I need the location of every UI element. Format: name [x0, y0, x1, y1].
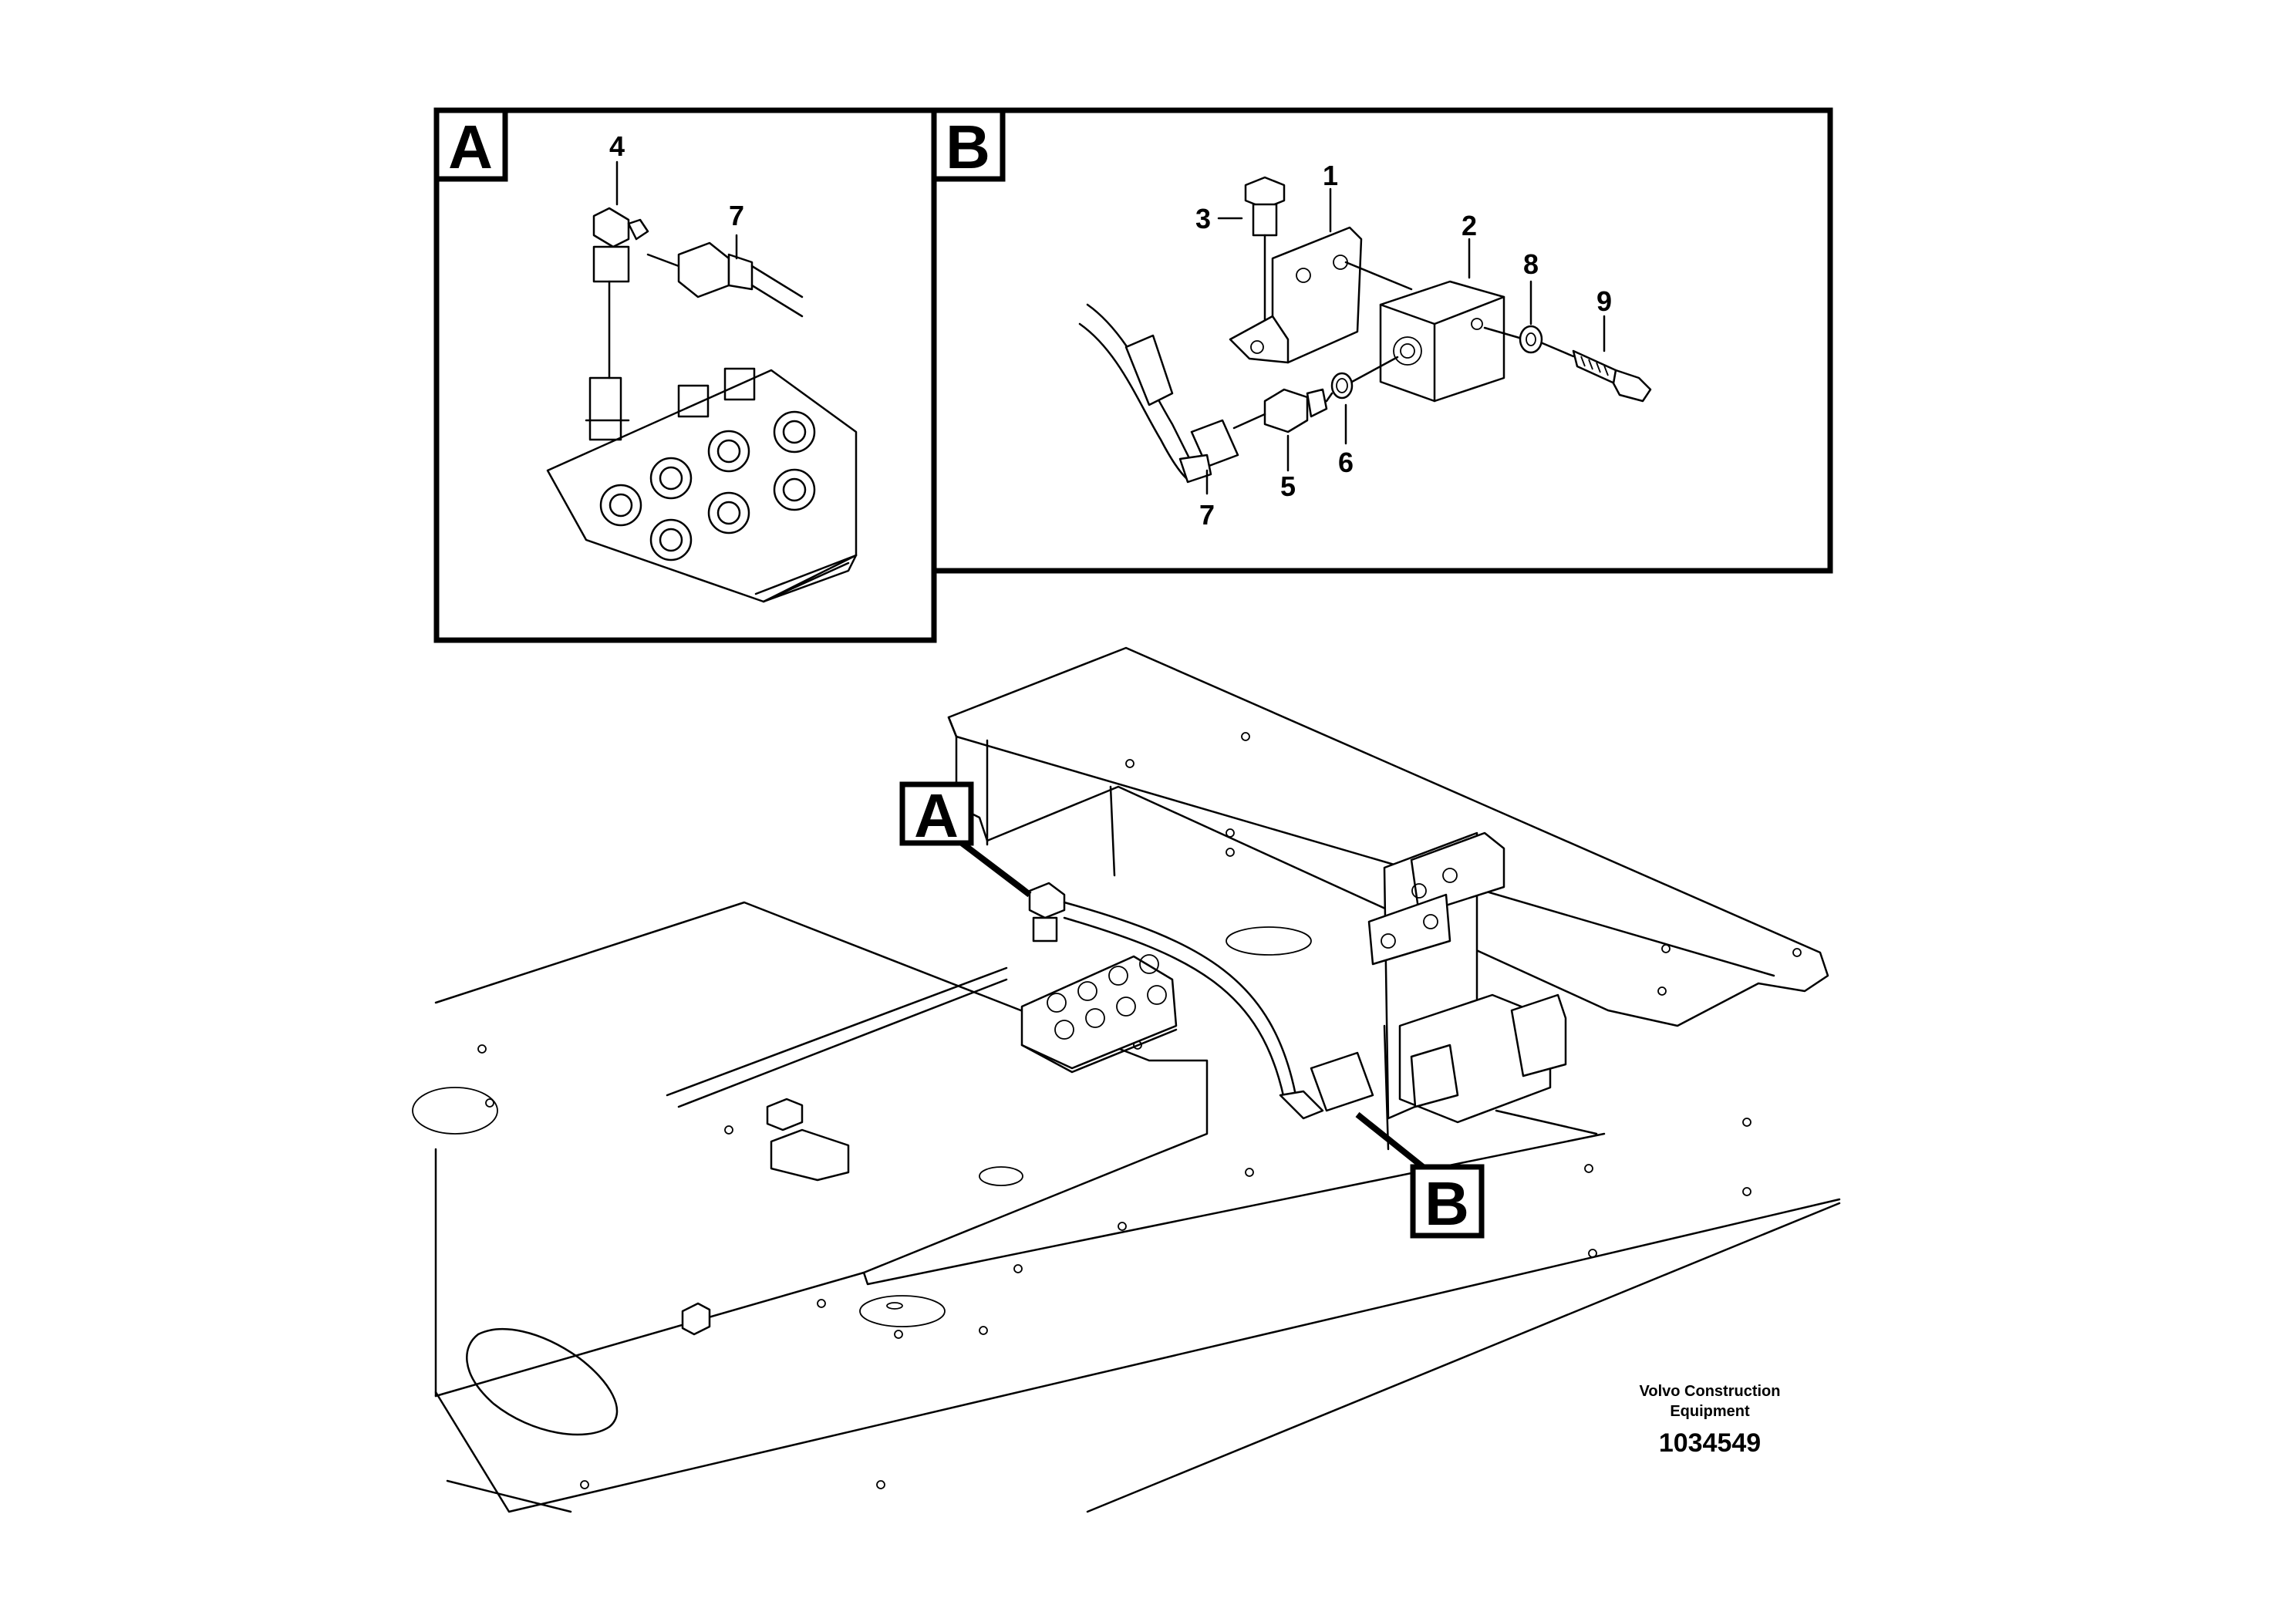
overview-marker-a: A: [914, 781, 959, 850]
bolt: [1541, 342, 1652, 403]
callout-6: 6: [1338, 447, 1354, 478]
callout-3: 3: [1195, 203, 1211, 234]
document-number: 1034549: [1659, 1428, 1761, 1458]
callout-2: 2: [1462, 210, 1477, 241]
callout-1: 1: [1323, 160, 1338, 191]
company-line-1: Volvo Construction: [1640, 1383, 1781, 1400]
manifold-block: [546, 367, 858, 603]
callout-5: 5: [1280, 470, 1296, 502]
callout-7b: 7: [1199, 499, 1215, 531]
callout-4: 4: [609, 130, 625, 162]
detail-a-panel: A: [433, 107, 937, 643]
overview-assembly: A B: [412, 646, 1841, 1513]
detail-b-panel: B 3 1 2: [931, 107, 1833, 574]
company-line-2: Equipment: [1670, 1403, 1750, 1420]
mounting-bracket: [1229, 226, 1413, 364]
washer: [1483, 325, 1543, 354]
footer-branding: Volvo Construction Equipment 1034549: [1640, 1383, 1781, 1458]
callout-9: 9: [1596, 285, 1612, 317]
overview-marker-b: B: [1424, 1169, 1469, 1238]
detail-a-letter: A: [448, 113, 493, 181]
callout-7a: 7: [729, 200, 744, 231]
callout-8: 8: [1523, 248, 1539, 280]
o-ring: [1330, 356, 1399, 400]
tee-fitting: [592, 207, 649, 379]
detail-b-letter: B: [946, 113, 990, 181]
hose-elbow: [1078, 303, 1239, 484]
valve-block: [1379, 280, 1505, 403]
hose-fitting: [646, 241, 804, 318]
adapter: [1232, 388, 1333, 433]
